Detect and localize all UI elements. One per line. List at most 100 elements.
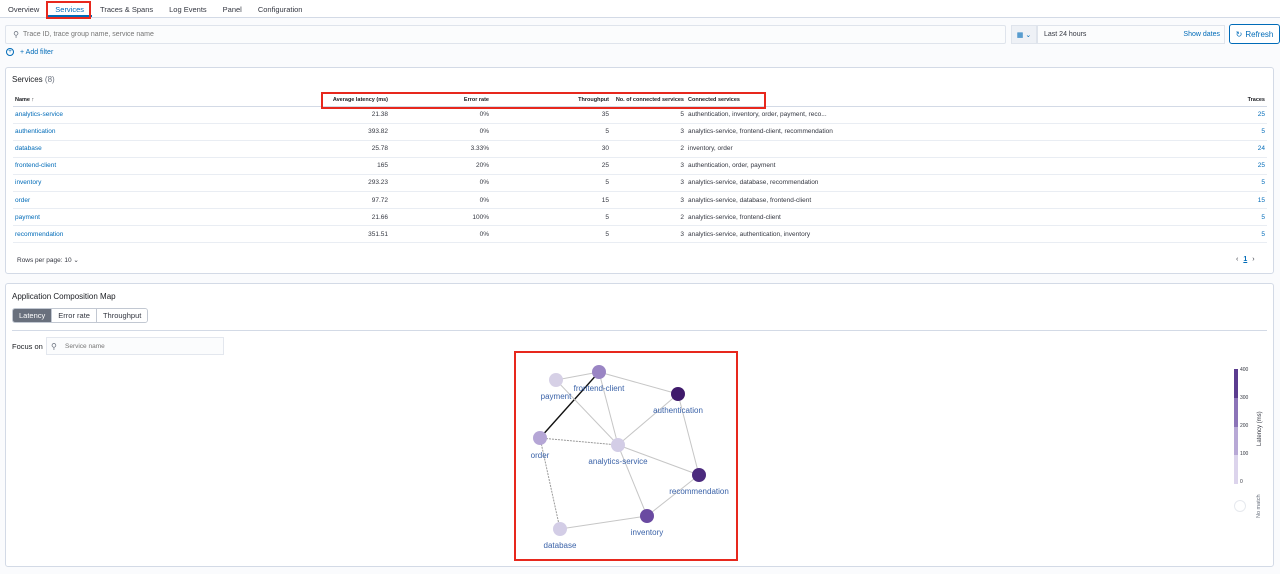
tab-panel[interactable]: Panel [222, 5, 242, 14]
legend-tick: 200 [1240, 423, 1249, 429]
service-name-link[interactable]: payment [13, 208, 319, 227]
legend-tick: 100 [1240, 451, 1249, 457]
service-name-link[interactable]: frontend-client [13, 157, 319, 175]
legend-segment [1234, 397, 1238, 427]
traces-link[interactable]: 25 [1146, 157, 1267, 175]
error-rate-cell: 20% [390, 157, 491, 175]
chevron-down-icon: ⌄ [73, 257, 79, 264]
legend-tick: 0 [1240, 479, 1243, 485]
table-header: Name ↑ Average latency (ms) Error rate T… [13, 94, 1267, 107]
tab-traces-spans[interactable]: Traces & Spans [100, 5, 154, 14]
error-rate-cell: 0% [390, 174, 491, 192]
traces-link[interactable]: 5 [1146, 174, 1267, 192]
col-throughput[interactable]: Throughput [491, 94, 611, 107]
latency-cell: 393.82 [319, 123, 390, 141]
service-name-link[interactable]: order [13, 191, 319, 210]
col-error-rate[interactable]: Error rate [390, 94, 491, 107]
throughput-cell: 35 [491, 106, 611, 124]
services-count: (8) [44, 75, 55, 84]
rows-per-page-label: Rows per page: 10 [17, 257, 72, 264]
divider [12, 330, 1267, 331]
service-name-link[interactable]: analytics-service [13, 106, 319, 124]
traces-link[interactable]: 5 [1146, 208, 1267, 227]
page-number[interactable]: 1 [1243, 256, 1248, 263]
refresh-label: Refresh [1245, 29, 1274, 39]
no-match-label: No match [1256, 494, 1262, 518]
legend-segment [1234, 455, 1238, 484]
error-rate-cell: 3.33% [390, 140, 491, 158]
col-name-label: Name [15, 96, 30, 103]
map-title: Application Composition Map [12, 292, 116, 301]
refresh-button[interactable]: ↻ Refresh [1229, 24, 1280, 44]
next-page-icon[interactable]: › [1252, 256, 1255, 263]
rows-per-page[interactable]: Rows per page: 10 ⌄ [17, 256, 79, 264]
service-name-link[interactable]: authentication [13, 123, 319, 141]
connected-services-cell: analytics-service, authentication, inven… [686, 225, 1146, 244]
prev-page-icon[interactable]: ‹ [1236, 256, 1239, 263]
throughput-cell: 5 [491, 174, 611, 192]
add-filter-link[interactable]: + Add filter [20, 48, 54, 56]
traces-link[interactable]: 5 [1146, 225, 1267, 244]
service-name-link[interactable]: recommendation [13, 225, 319, 244]
metric-latency-button[interactable]: Latency [13, 309, 53, 322]
service-name-link[interactable]: database [13, 140, 319, 158]
error-rate-cell: 0% [390, 123, 491, 141]
latency-cell: 21.38 [319, 106, 390, 124]
connected-count-cell: 3 [611, 191, 686, 210]
date-range-label: Last 24 hours [1044, 31, 1087, 38]
connected-services-cell: analytics-service, database, frontend-cl… [686, 191, 1146, 210]
tab-services[interactable]: Services [47, 0, 93, 17]
date-range-field[interactable]: Last 24 hours Show dates [1037, 25, 1225, 44]
filter-options-icon[interactable]: + [6, 48, 14, 56]
connected-count-cell: 3 [611, 123, 686, 141]
services-title-text: Services [12, 75, 43, 84]
tab-configuration[interactable]: Configuration [257, 5, 303, 14]
connected-services-cell: analytics-service, frontend-client, reco… [686, 123, 1146, 141]
search-icon: ⚲ [51, 341, 57, 351]
no-match-swatch [1234, 500, 1246, 512]
focus-service-input[interactable] [65, 342, 215, 350]
latency-cell: 25.78 [319, 140, 390, 158]
show-dates-link[interactable]: Show dates [1183, 31, 1220, 38]
latency-cell: 165 [319, 157, 390, 175]
latency-cell: 293.23 [319, 174, 390, 192]
search-input[interactable] [23, 31, 923, 38]
col-avg-latency[interactable]: Average latency (ms) [319, 94, 390, 107]
map-panel [5, 283, 1274, 567]
sort-arrow-icon: ↑ [31, 96, 35, 103]
traces-link[interactable]: 24 [1146, 140, 1267, 158]
traces-link[interactable]: 25 [1146, 106, 1267, 124]
legend-tick: 300 [1240, 395, 1249, 401]
top-tabs: Overview Services Traces & Spans Log Eve… [0, 0, 1280, 18]
calendar-icon[interactable]: ▦ ⌄ [1011, 25, 1037, 44]
tab-log-events[interactable]: Log Events [169, 5, 207, 14]
legend-title: Latency (ms) [1257, 411, 1263, 446]
error-rate-cell: 0% [390, 225, 491, 244]
col-name[interactable]: Name ↑ [13, 94, 319, 107]
services-title: Services (8) [12, 75, 55, 84]
throughput-cell: 15 [491, 191, 611, 210]
throughput-cell: 5 [491, 225, 611, 244]
latency-legend-bar [1234, 369, 1238, 484]
service-name-link[interactable]: inventory [13, 174, 319, 192]
latency-cell: 97.72 [319, 191, 390, 210]
tab-overview[interactable]: Overview [8, 5, 40, 14]
connected-count-cell: 5 [611, 106, 686, 124]
connected-count-cell: 2 [611, 140, 686, 158]
col-connected-count[interactable]: No. of connected services [611, 94, 686, 107]
metric-error-rate-button[interactable]: Error rate [52, 309, 97, 322]
traces-link[interactable]: 15 [1146, 191, 1267, 210]
focus-label: Focus on [12, 342, 43, 351]
add-filter[interactable]: + + Add filter [6, 48, 53, 56]
metric-throughput-button[interactable]: Throughput [96, 309, 148, 322]
throughput-cell: 5 [491, 208, 611, 227]
latency-cell: 21.66 [319, 208, 390, 227]
focus-search-box: ⚲ [46, 337, 224, 355]
col-connected-services[interactable]: Connected services [686, 94, 1146, 107]
col-traces[interactable]: Traces [1146, 94, 1267, 107]
latency-cell: 351.51 [319, 225, 390, 244]
traces-link[interactable]: 5 [1146, 123, 1267, 141]
